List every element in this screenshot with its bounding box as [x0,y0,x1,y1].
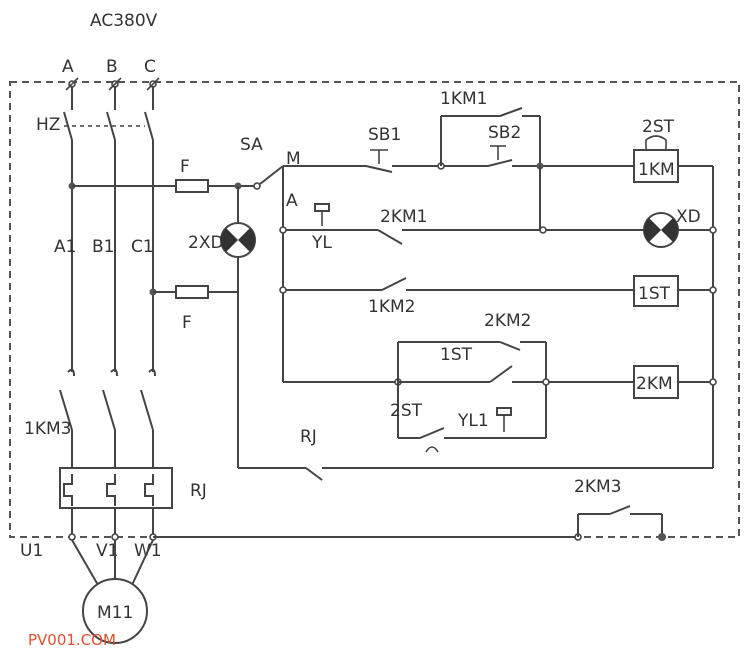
phase-a-label: A [62,57,74,77]
sb2-label: SB2 [488,123,521,143]
st2-contact-label: 2ST [390,401,423,421]
supply-label: AC380V [90,11,158,31]
supply-terminals [65,77,160,91]
watermark: PV001.COM [28,631,116,649]
v1-label: V1 [96,541,118,561]
km1-aux-label: 1KM1 [440,89,487,109]
coil-2km-label: 2KM [636,374,673,394]
st2-contact-top [645,135,667,150]
km3-aux-label: 2KM3 [574,477,621,497]
km2-1km-label: 1KM2 [368,297,415,317]
hz-switch [63,86,154,141]
a1-label: A1 [54,237,76,257]
yl1-label: YL1 [457,411,489,431]
lamp-xd-label: XD [676,207,701,227]
rj-relay-label: RJ [190,481,207,501]
km2-1-label: 2KM1 [380,207,427,227]
a-switch-label: A [286,191,298,211]
sb2-button [487,145,513,167]
coil-1st-label: 1ST [638,284,671,304]
yl1-coil [496,407,512,432]
yl-coil [314,203,330,226]
rj-contact-label: RJ [300,427,317,447]
c1-label: C1 [131,237,154,257]
b1-label: B1 [92,237,114,257]
sb1-button [365,149,393,173]
coil-1km [633,149,679,183]
motor [71,539,154,644]
thermal-relay [59,467,173,509]
motor-label: M11 [97,603,133,623]
m-label: M [286,149,301,169]
hz-label: HZ [36,115,60,135]
st1-contact-label: 1ST [440,345,473,365]
sb1-label: SB1 [368,125,401,145]
fuse-top [175,179,209,193]
yl-label: YL [311,233,332,253]
sa-label: SA [240,135,263,155]
lamp-2xd [220,222,256,258]
fuse-top-label: F [180,157,190,177]
lamp-xd [643,212,679,248]
fuse-bottom [175,285,209,299]
km3-main-label: 1KM3 [24,419,71,439]
phase-b-label: B [106,57,118,77]
main-contactor [59,368,156,470]
coil-2km [633,365,679,399]
st2-label: 2ST [642,117,675,137]
fuse-bottom-label: F [182,313,192,333]
phase-c-label: C [144,57,156,77]
km2-2-label: 2KM2 [484,311,531,331]
lamp-2xd-label: 2XD [188,233,224,253]
u1-label: U1 [20,541,43,561]
coil-1km-label: 1KM [638,160,675,180]
